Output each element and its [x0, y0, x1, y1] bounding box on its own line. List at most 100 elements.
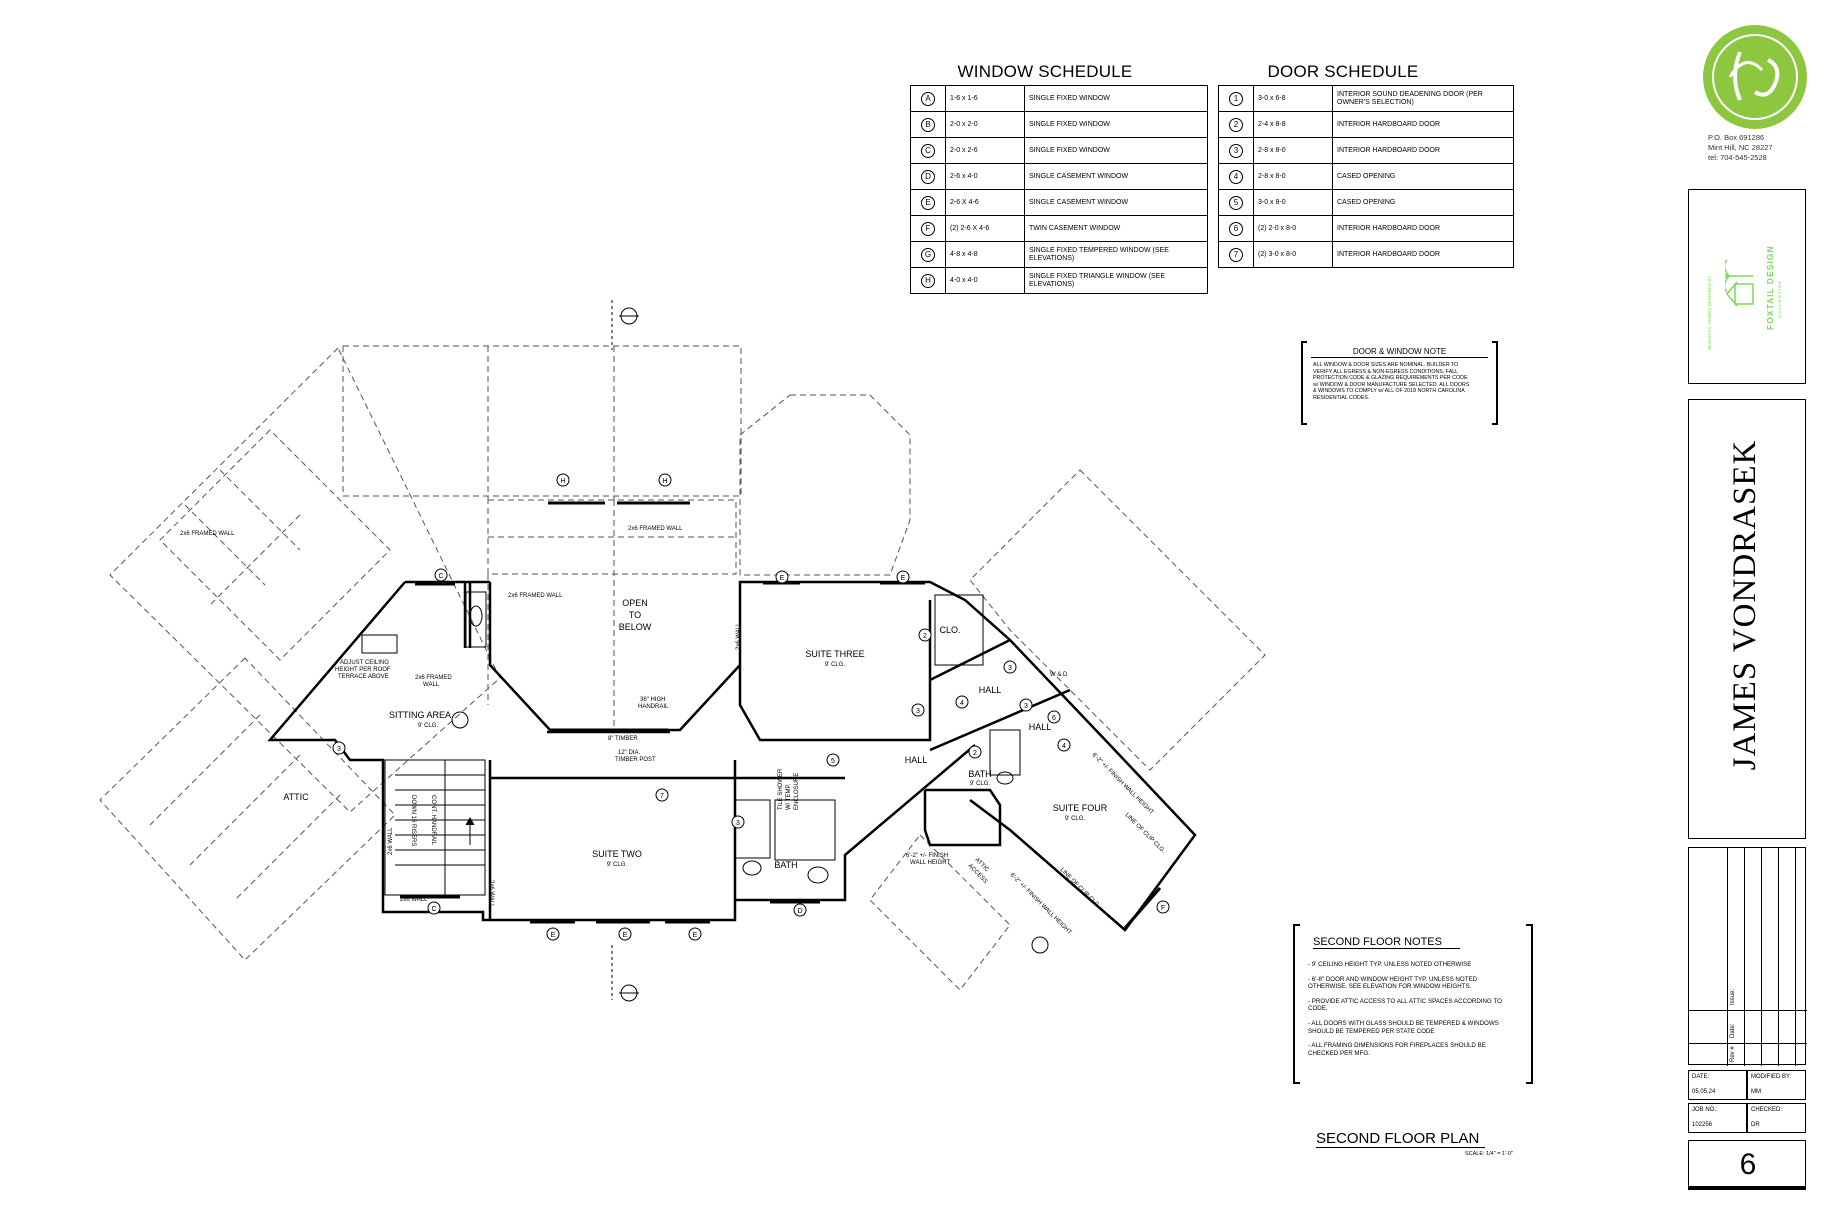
- second-floor-notes-title: SECOND FLOOR NOTES: [1313, 936, 1460, 949]
- suite-four-clg: 9' CLG.: [1065, 816, 1085, 822]
- door-schedule-mark: 5: [1218, 189, 1254, 216]
- date-label: DATE:: [1692, 1074, 1710, 1080]
- svg-text:E: E: [693, 932, 698, 939]
- framed-wall-note-4a: 2x6 FRAMED: [415, 675, 452, 681]
- window-schedule-title: WINDOW SCHEDULE: [957, 62, 1133, 81]
- mark-door-3e: 3: [332, 741, 346, 755]
- wall-2x6-note-c: 2x6 WALL: [488, 880, 494, 908]
- sheet-number: 6: [1739, 1148, 1757, 1181]
- second-floor-notes-list: - 9' CEILING HEIGHT TYP. UNLESS NOTED OT…: [1308, 961, 1513, 1064]
- window-schedule-mark-symbol: B: [921, 117, 935, 132]
- svg-text:H: H: [560, 478, 565, 485]
- door-schedule-description: INTERIOR HARDBOARD DOOR: [1332, 241, 1514, 268]
- second-floor-note-item: - ALL DOORS WITH GLASS SHOULD BE TEMPERE…: [1308, 1019, 1499, 1035]
- door-schedule-description: INTERIOR HARDBOARD DOOR: [1332, 111, 1514, 138]
- window-schedule-mark-symbol: G: [921, 247, 935, 262]
- clo-label: CLO.: [939, 625, 960, 635]
- suite-three-clg: 9' CLG.: [825, 662, 845, 668]
- wall-2x6-note-a: 2x6 WALL: [400, 897, 428, 903]
- door-schedule-mark: 2: [1218, 111, 1254, 138]
- window-schedule-description: SINGLE FIXED WINDOW: [1024, 137, 1208, 164]
- mark-door-2a: 2: [918, 628, 932, 642]
- foxtail-palm-icon: [1725, 259, 1754, 307]
- framed-wall-note-3: 2x6 FRAMED WALL: [508, 593, 563, 599]
- second-floor-note-item: - 6'-8" DOOR AND WINDOW HEIGHT TYP. UNLE…: [1308, 975, 1478, 991]
- title-block-rev: Rev # Date: Issue:: [1688, 847, 1807, 1066]
- bath-right-clg: 9' CLG.: [970, 781, 990, 787]
- staircase: [384, 759, 486, 896]
- window-schedule-mark-symbol: A: [921, 91, 935, 106]
- section-markers: [451, 300, 1049, 1002]
- wall-2x6-note-d: 2x6 WALL: [736, 622, 742, 650]
- modified-cell: MODIFIED BY: MM: [1747, 1070, 1806, 1100]
- window-schedule-mark-symbol: H: [921, 273, 935, 288]
- mark-d: D: [793, 903, 807, 917]
- door-schedule-mark: 1: [1218, 85, 1254, 112]
- job-label: JOB NO.:: [1692, 1107, 1718, 1113]
- post-note-1: 12" DIA.: [618, 750, 640, 756]
- door-schedule-mark-symbol: 2: [1229, 117, 1243, 132]
- finish-diag-note-2: 6'-2" +/- FINISH WALL HEIGHT: [1009, 872, 1073, 936]
- mark-e-bot-1: E: [546, 927, 560, 941]
- window-schedule-mark: C: [910, 137, 946, 164]
- window-schedule-mark-symbol: D: [921, 169, 935, 184]
- svg-text:3: 3: [1024, 703, 1028, 710]
- floor-plan-drawing: H H C E E E E E D C F 2 3 3 4 3 6 4 2 5 …: [99, 300, 1266, 1002]
- clip-note-1: LINE OF CLIP CLG.: [1124, 812, 1167, 855]
- post-note-2: TIMBER POST: [615, 757, 656, 763]
- tile-shower-note-3: ENCLOSURE: [794, 773, 800, 810]
- sheet-number-box: 6: [1688, 1140, 1806, 1190]
- open-label-1: OPEN: [622, 598, 648, 608]
- date-label-vertical: Date:: [1730, 1023, 1736, 1038]
- door-schedule-mark-symbol: 7: [1229, 247, 1243, 262]
- left-roof-outline: [99, 347, 501, 961]
- checked-label: CHECKED:: [1751, 1107, 1783, 1113]
- svg-text:5: 5: [831, 758, 835, 765]
- sitting-area-clg: 9' CLG.: [418, 723, 438, 729]
- door-schedule-mark-symbol: 1: [1229, 91, 1243, 106]
- bath-fixtures: [361, 591, 1021, 884]
- mark-door-3d: 3: [731, 815, 745, 829]
- svg-text:2: 2: [923, 633, 927, 640]
- tile-shower-note-1: TILE SHOWER: [778, 768, 784, 810]
- adjust-note-1: ADJUST CEILING: [340, 660, 389, 666]
- svg-text:7: 7: [660, 793, 664, 800]
- window-schedule-mark: D: [910, 163, 946, 190]
- right-roof-outline: [739, 394, 1266, 991]
- window-schedule-size: 4-0 x 4-0: [945, 267, 1025, 294]
- mark-h-right: H: [658, 473, 672, 487]
- exterior-walls: [267, 580, 1197, 932]
- door-schedule-description: INTERIOR HARDBOARD DOOR: [1332, 137, 1514, 164]
- foxtail-name: FOXTAIL DESIGN: [1765, 245, 1775, 330]
- second-floor-note-item: - ALL FRAMING DIMENSIONS FOR FIREPLACES …: [1308, 1042, 1486, 1057]
- finish-note-2: WALL HEIGHT: [910, 860, 951, 866]
- door-schedule-size: (2) 2-0 x 8-0: [1253, 215, 1333, 242]
- door-schedule-description: INTERIOR HARDBOARD DOOR: [1332, 215, 1514, 242]
- foxtail-box: FOXTAIL DESIGN COLLECTIVE BEAUTIFUL HOME…: [1688, 189, 1806, 384]
- second-floor-notes: SECOND FLOOR NOTES - 9' CEILING HEIGHT T…: [1293, 924, 1533, 1084]
- open-label-2: TO: [629, 610, 641, 620]
- logo-address: P.O. Box 691286 Mint Hill, NC 28227 tel:…: [1708, 133, 1773, 163]
- mark-door-7: 7: [655, 788, 669, 802]
- svg-text:3: 3: [736, 820, 740, 827]
- bath-right-label: BATH: [968, 769, 991, 779]
- rev-label: Rev #: [1730, 1046, 1736, 1062]
- date-value: 05.05.24: [1692, 1089, 1716, 1095]
- cont-handrail-note: CONT. HANDRAIL: [430, 795, 436, 846]
- suite-four-label: SUITE FOUR: [1053, 803, 1108, 813]
- svg-text:6: 6: [1052, 715, 1056, 722]
- company-logo: P.O. Box 691286 Mint Hill, NC 28227 tel:…: [1700, 22, 1810, 172]
- door-schedule-description: CASED OPENING: [1332, 163, 1514, 190]
- mark-door-2b: 2: [968, 745, 982, 759]
- logo-address-line-2: Mint Hill, NC 28227: [1708, 143, 1773, 152]
- framed-wall-note-2: 2x6 FRAMED WALL: [628, 526, 683, 532]
- mark-door-6: 6: [1047, 710, 1061, 724]
- svg-text:4: 4: [960, 700, 964, 707]
- framed-wall-note-4b: WALL: [423, 682, 440, 688]
